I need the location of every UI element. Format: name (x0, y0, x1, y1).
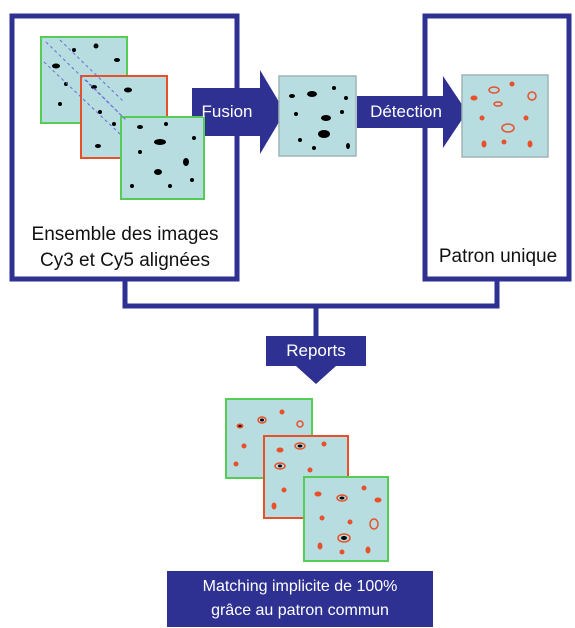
reported-images-stack (225, 398, 389, 562)
detection-arrow (357, 76, 467, 148)
aligned-images-caption-line1: Ensemble des images (31, 224, 219, 245)
reports-arrow (266, 336, 366, 384)
fusion-arrow (192, 70, 285, 154)
fusion-label: Fusion (201, 102, 253, 121)
matching-caption-line2: grâce au patron commun (211, 602, 389, 619)
fused-image (278, 75, 357, 157)
matching-caption-box: Matching implicite de 100% grâce au patr… (167, 571, 433, 627)
aligned-images-caption-line2: Cy3 et Cy5 alignées (39, 250, 211, 271)
reports-label: Reports (286, 341, 346, 360)
detection-label: Détection (370, 102, 442, 121)
single-pattern-caption: Patron unique (438, 246, 558, 267)
cy-image-front (120, 116, 205, 200)
matching-caption-line1: Matching implicite de 100% (202, 578, 398, 595)
detected-pattern-image (461, 74, 549, 158)
image-stack-aligned (40, 36, 205, 200)
frames-connector (122, 279, 500, 336)
